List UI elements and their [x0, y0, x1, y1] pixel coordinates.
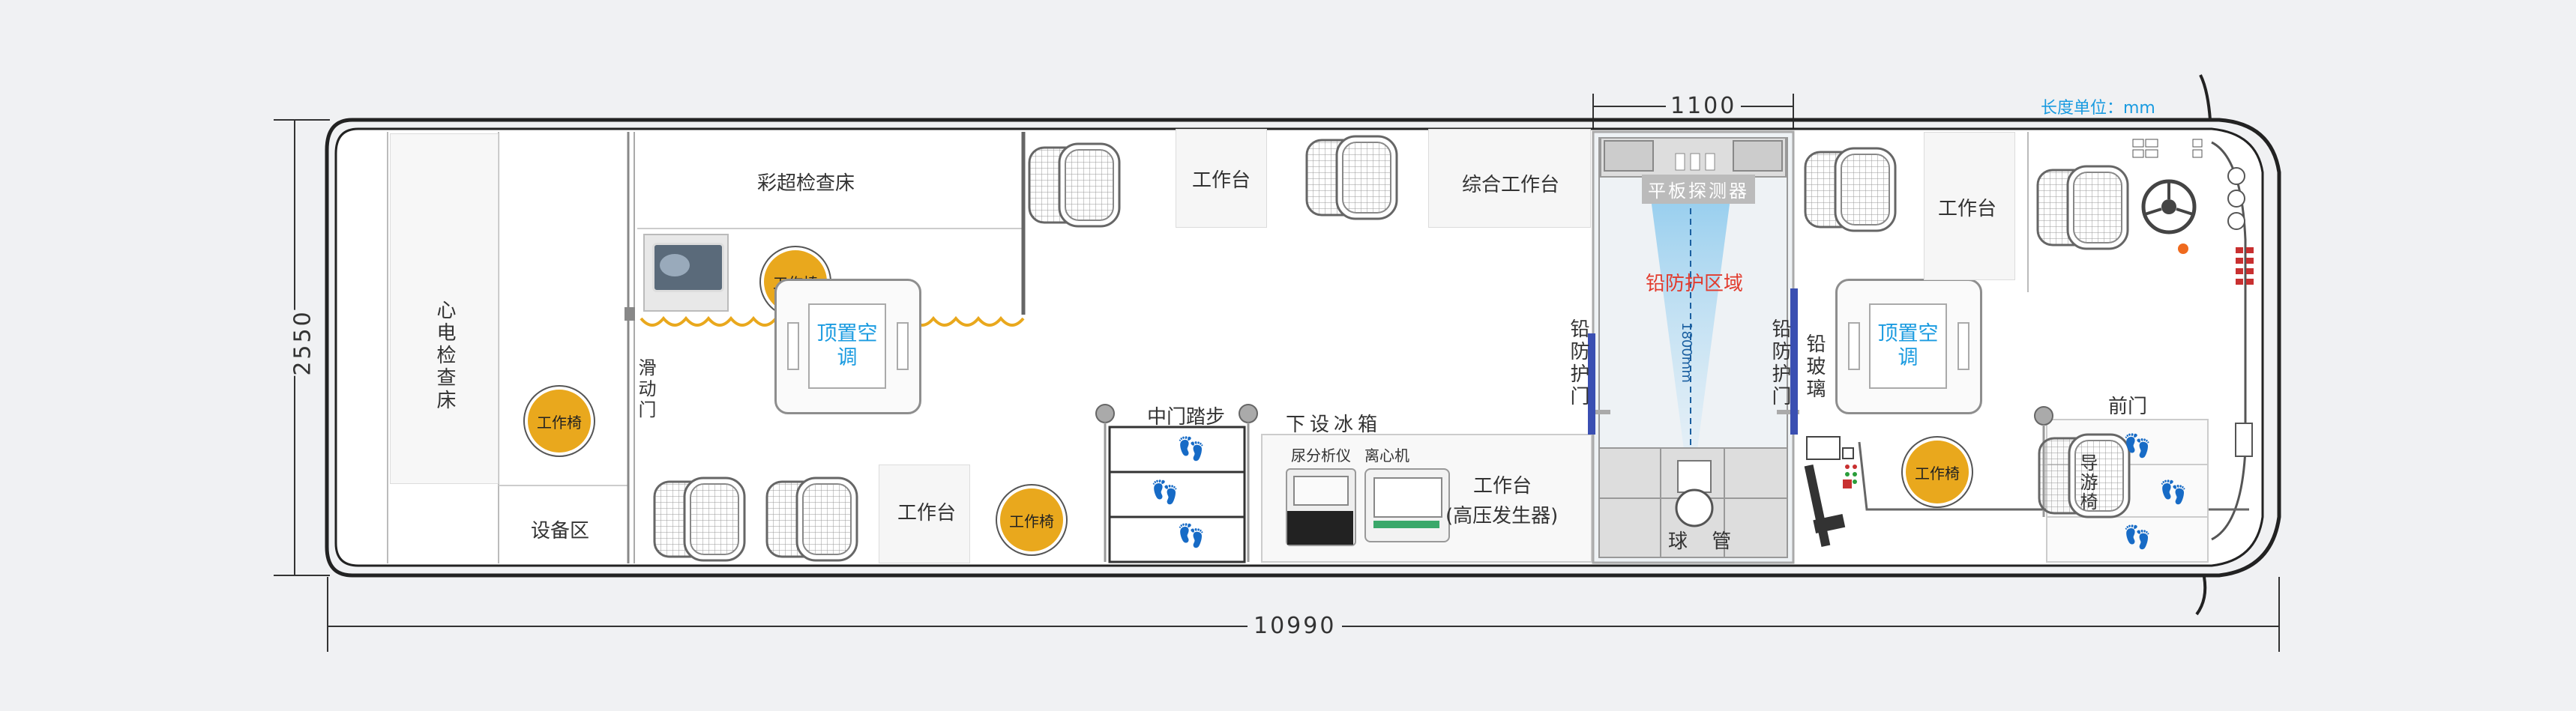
ecg-bed-label: 心电检查床 — [433, 300, 456, 412]
workbench-top — [1176, 129, 1267, 228]
centrifuge-device — [1364, 468, 1450, 542]
lead-glass-label: 铅玻璃 — [1803, 333, 1826, 401]
middle-step-label: 中门踏步 — [1147, 406, 1226, 429]
footprint-icon: 👣 — [2159, 479, 2188, 506]
beam-height-label: 1800mm — [1679, 322, 1694, 383]
lead-door-label: 铅防护门 — [1567, 318, 1589, 408]
work-chair-1: 工作椅 — [525, 387, 594, 456]
flat-panel-detector-label: 平板探测器 — [1642, 175, 1755, 204]
footprint-icon: 👣 — [2123, 433, 2152, 459]
hv-workbench-line1: 工作台 — [1473, 475, 1532, 497]
work-chair-3: 工作椅 — [997, 485, 1066, 554]
workbench-rear-label: 工作台 — [897, 502, 957, 524]
ultrasound-bed-label: 彩超检查床 — [757, 172, 855, 195]
lead-protection-zone-label: 铅防护区域 — [1646, 273, 1744, 295]
roof-ac-rear: 顶置空调 — [774, 279, 921, 414]
footprint-icon: 👣 — [1177, 523, 1206, 549]
ultrasound-machine — [643, 234, 729, 312]
hv-workbench-line2: (高压发生器) — [1445, 505, 1559, 527]
workbench-top-label: 工作台 — [1192, 169, 1251, 192]
workbench-rear — [879, 465, 970, 563]
urine-analyzer-device — [1286, 468, 1356, 546]
workbench-front — [1924, 132, 2015, 280]
footprint-icon: 👣 — [1151, 479, 1179, 506]
roof-ac-front: 顶置空调 — [1835, 279, 1982, 414]
guide-seat-label: 导游椅 — [2077, 453, 2098, 512]
combined-workbench-label: 综合工作台 — [1462, 174, 1560, 196]
unit-label: 长度单位：mm — [2041, 99, 2155, 118]
lead-glass-bar — [1790, 288, 1798, 435]
detector-span-dimension: 1100 — [1666, 93, 1742, 119]
length-dimension: 10990 — [1248, 613, 1343, 639]
sliding-door-label: 滑动门 — [635, 358, 656, 421]
centrifuge-label: 离心机 — [1364, 447, 1409, 465]
urine-analyzer-label: 尿分析仪 — [1291, 447, 1351, 465]
work-chair-4: 工作椅 — [1903, 438, 1972, 506]
combined-workbench — [1428, 129, 1591, 228]
footprint-icon: 👣 — [1177, 436, 1206, 462]
equipment-zone-label: 设备区 — [531, 520, 590, 542]
ecg-bed — [390, 133, 499, 484]
lead-guard-label: 铅防护门 — [1769, 318, 1791, 408]
footprint-icon: 👣 — [2123, 524, 2152, 551]
fridge-below-label: 下设冰箱 — [1286, 414, 1382, 436]
workbench-front-label: 工作台 — [1938, 198, 1997, 220]
front-door-label: 前门 — [2108, 396, 2148, 418]
lead-door-bar — [1588, 333, 1595, 435]
xray-tube-label: 球 管 — [1668, 530, 1741, 553]
